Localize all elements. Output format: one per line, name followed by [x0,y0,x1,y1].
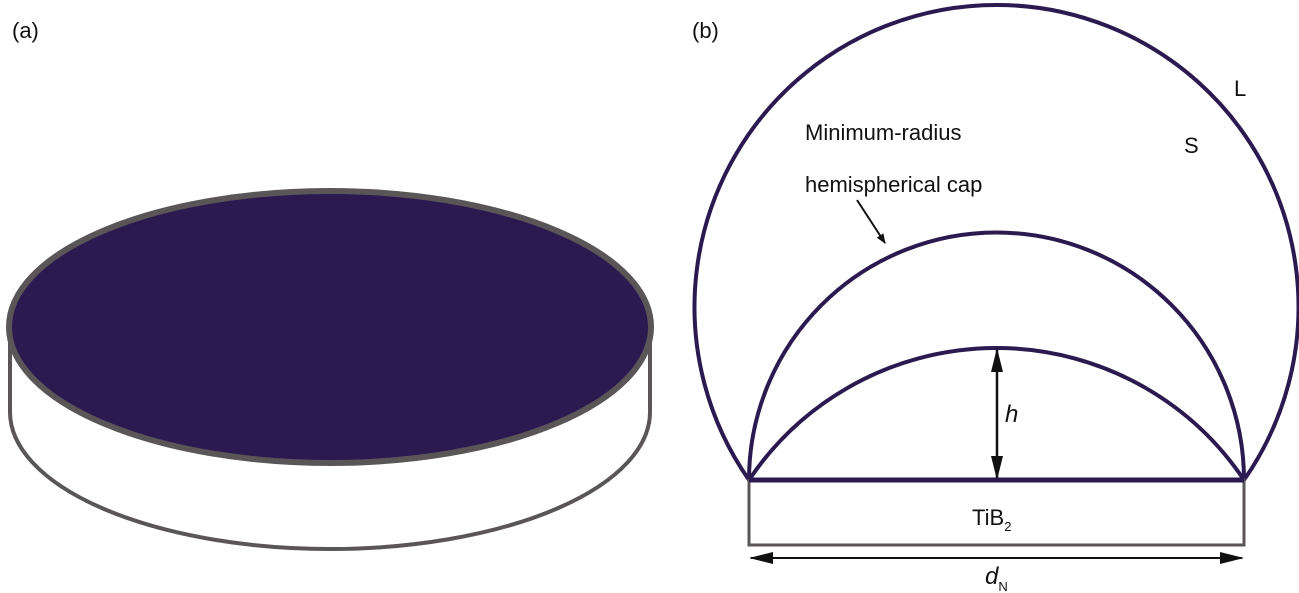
large-cap-arc [692,3,1299,482]
disc-top [6,188,654,466]
hemispherical-cap-arc [747,230,1246,481]
cap-pointer-arrow [856,199,886,244]
diameter-label: dN [985,563,1008,593]
panel-a-label: (a) [12,18,39,43]
panel-b-label: (b) [692,18,719,43]
disc [6,188,654,551]
tib2-substrate [747,478,1246,547]
substrate-label: TiB2 [972,505,1011,534]
cap-label-line2: hemispherical cap [805,172,982,197]
liquid-label: L [1234,76,1246,101]
height-label: h [1005,401,1018,428]
cap-label-line1: Minimum-radius [805,120,961,145]
solid-label: S [1184,133,1199,158]
